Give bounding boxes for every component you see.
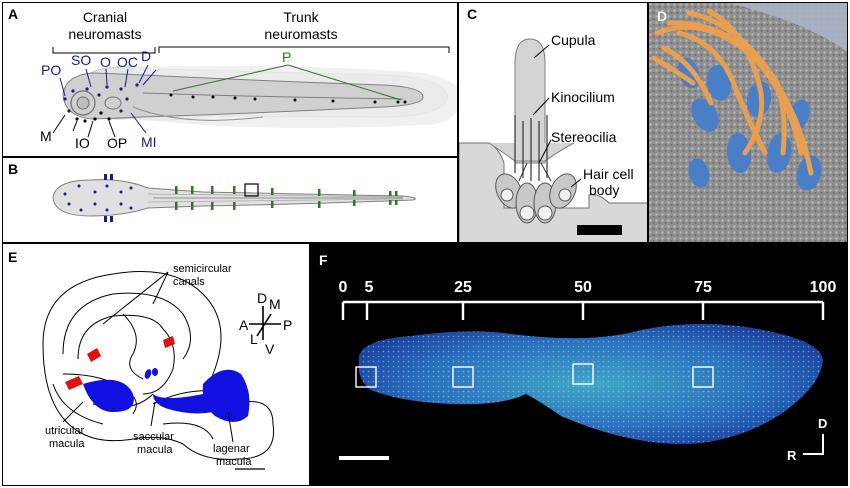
kinocilium-pointer bbox=[532, 97, 550, 116]
bundle-lines bbox=[518, 162, 552, 182]
panel-a: A bbox=[2, 2, 458, 157]
ruler-tick-25: 25 bbox=[454, 279, 472, 296]
ruler-ticks: 0 5 25 50 75 100 bbox=[339, 279, 837, 296]
saccular-label-1: saccular bbox=[133, 431, 174, 443]
sem-top-cell bbox=[729, 3, 847, 52]
cupula-pointer bbox=[533, 44, 550, 59]
cranial-neuromast-dots bbox=[63, 83, 139, 113]
panel-label-b: B bbox=[8, 161, 19, 177]
yolk bbox=[132, 106, 264, 121]
panel-f-image: 0 5 25 50 75 100 D R bbox=[339, 279, 837, 463]
panel-d: D bbox=[648, 2, 848, 243]
maculae-blue bbox=[83, 368, 250, 422]
cranial-black-dots bbox=[75, 111, 111, 123]
panel-f: F 0 5 25 50 75 100 bbox=[310, 243, 848, 486]
axis-f-d: D bbox=[818, 416, 827, 431]
dorsal-cranial-bars bbox=[104, 174, 113, 222]
panel-e-diagram: semicircular canals utricular macula sac… bbox=[42, 263, 292, 470]
label-p: P bbox=[282, 49, 291, 65]
cupula-label: Cupula bbox=[551, 32, 596, 48]
lagenar-label-2: macula bbox=[216, 456, 252, 468]
panel-e: E bbox=[2, 243, 310, 486]
dorsal-trunk-bars bbox=[175, 186, 398, 210]
cranial-title-2: neuromasts bbox=[68, 26, 141, 42]
nuclei bbox=[500, 188, 572, 221]
label-op: OP bbox=[107, 135, 127, 151]
stereocilia-label: Stereocilia bbox=[551, 129, 617, 145]
saccular-label-2: macula bbox=[137, 444, 173, 456]
sample-boxes bbox=[355, 363, 714, 388]
panel-d-sem bbox=[649, 3, 847, 242]
cranial-bracket bbox=[52, 47, 156, 54]
inset-box bbox=[244, 183, 259, 197]
mi-pointer bbox=[130, 112, 147, 134]
panel-label-d: D bbox=[657, 8, 668, 24]
trunk-neuromast-dots bbox=[169, 93, 407, 104]
panel-label-f: F bbox=[319, 252, 328, 268]
ruler-tick-50: 50 bbox=[574, 279, 592, 296]
axis-m: M bbox=[269, 296, 281, 312]
semicircular-label-2: canals bbox=[173, 276, 205, 288]
lagenar-label-1: lagenar bbox=[213, 443, 250, 455]
axis-f-r: R bbox=[787, 448, 797, 463]
dorsal-fold bbox=[147, 193, 404, 203]
label-so: SO bbox=[71, 52, 91, 68]
panel-b-diagram bbox=[52, 174, 416, 222]
hair-cell-pointer bbox=[570, 178, 582, 188]
otic-vesicle bbox=[104, 96, 122, 110]
panel-label-e: E bbox=[8, 249, 18, 265]
black-pointer-lines bbox=[72, 120, 116, 138]
panel-e-pointers bbox=[62, 271, 234, 443]
trunk-title-1: Trunk bbox=[283, 9, 319, 25]
trunk-title-2: neuromasts bbox=[264, 26, 337, 42]
stereocilia-pointer bbox=[538, 139, 552, 164]
ruler bbox=[341, 300, 825, 320]
label-m: M bbox=[40, 128, 52, 144]
semicircular-label-1: semicircular bbox=[173, 263, 232, 275]
hair-cell-label-1: Hair cell bbox=[583, 166, 634, 182]
label-d: D bbox=[141, 48, 151, 64]
utricular-label-1: utricular bbox=[45, 425, 84, 437]
p-pointer-lines bbox=[172, 64, 402, 101]
panel-c-diagram: Cupula Kinocilium Stereocilia Hair cell … bbox=[459, 32, 647, 242]
panel-a-diagram: Cranial neuromasts Trunk neuromasts PO S… bbox=[40, 9, 457, 151]
panel-label-c: C bbox=[467, 6, 478, 22]
dorsal-cranial-dots bbox=[63, 184, 133, 212]
ruler-tick-5: 5 bbox=[365, 279, 374, 296]
cranial-pointer-lines bbox=[59, 64, 157, 97]
ruler-tick-100: 100 bbox=[810, 279, 837, 296]
trunk-bracket bbox=[158, 46, 450, 53]
axis-d: D bbox=[257, 290, 267, 306]
label-po: PO bbox=[41, 62, 61, 78]
axis-p: P bbox=[283, 317, 292, 333]
scale-bar-f bbox=[339, 456, 389, 460]
panel-label-a: A bbox=[8, 6, 19, 22]
ruler-tick-0: 0 bbox=[339, 279, 348, 296]
utricular-label-2: macula bbox=[49, 438, 85, 450]
notochord bbox=[142, 92, 404, 100]
panel-c: C Cupula Kinocilium Stereocilia Hair cel… bbox=[458, 2, 648, 243]
hair-cell-label-2: body bbox=[589, 182, 619, 198]
hair-bundles bbox=[678, 57, 822, 191]
axis-v: V bbox=[265, 341, 275, 357]
scale-bar-c bbox=[577, 225, 622, 235]
maculae-red bbox=[65, 336, 175, 390]
label-o: O bbox=[100, 54, 111, 70]
m-pointer bbox=[52, 114, 66, 134]
axis-a: A bbox=[239, 317, 249, 333]
orientation-axes bbox=[249, 306, 281, 340]
kinocilium-label: Kinocilium bbox=[551, 89, 615, 105]
pupil bbox=[76, 96, 90, 110]
cranial-title-1: Cranial bbox=[83, 9, 127, 25]
panel-b: B bbox=[2, 157, 458, 243]
stereocilia-lines bbox=[514, 115, 548, 181]
orientation-corner bbox=[803, 434, 824, 455]
axis-l: L bbox=[250, 331, 258, 347]
label-io: IO bbox=[75, 135, 90, 151]
label-mi: MI bbox=[141, 134, 157, 150]
ruler-tick-75: 75 bbox=[694, 279, 712, 296]
kinocilia bbox=[651, 8, 814, 176]
label-oc: OC bbox=[117, 54, 138, 70]
